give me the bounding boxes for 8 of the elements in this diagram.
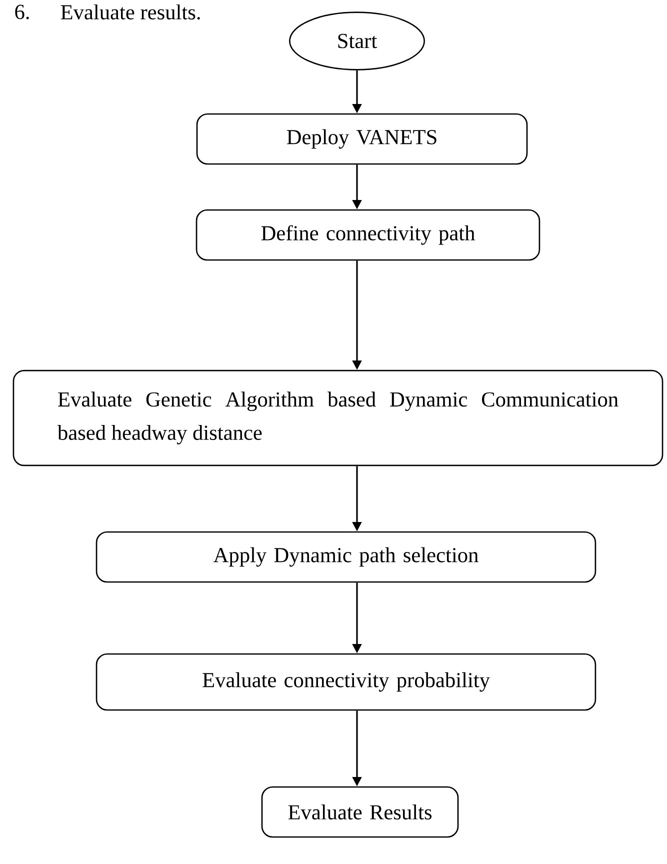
process-box: Evaluate connectivity probability <box>96 653 596 711</box>
process-box: Apply Dynamic path selection <box>96 531 596 583</box>
process-box: Evaluate Genetic Algorithm based Dynamic Communication based headway distance <box>12 370 664 466</box>
process-box: Define connectivity path <box>196 209 540 261</box>
process-box: Evaluate Results <box>261 786 459 838</box>
list-item-text: 6. <box>15 4 29 20</box>
list-item-text: Evaluate results. <box>60 4 200 20</box>
process-box: Deploy VANETS <box>196 113 528 165</box>
